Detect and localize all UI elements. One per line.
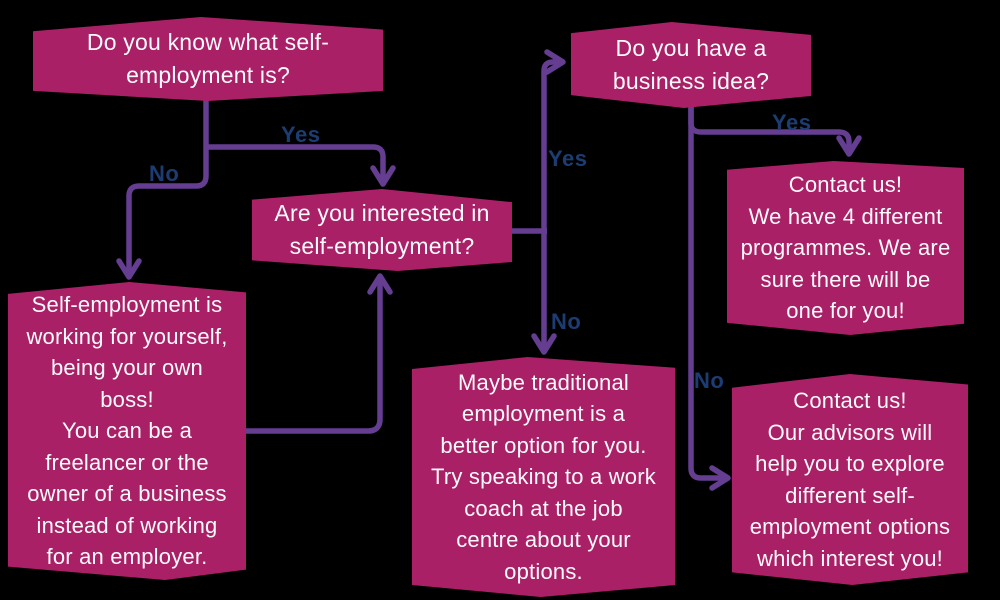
edge-yes-q2-to-programmes <box>688 106 862 157</box>
node-text: Do you have a business idea? <box>612 35 770 94</box>
edge-label-no-q3: No <box>551 309 582 334</box>
edge-label-yes-q1: Yes <box>281 122 321 147</box>
edge-label-no-q1: No <box>149 161 180 186</box>
node-text: Contact us! Our advisors will help you t… <box>749 388 951 571</box>
node-text: Self-employment is working for yourself,… <box>26 292 228 570</box>
edge-label-yes-q2: Yes <box>772 110 812 135</box>
node-question-business-idea: Do you have a business idea? <box>571 22 811 108</box>
edge-info-to-q3 <box>243 273 393 434</box>
node-question-interested-self-employment: Are you interested in self-employment? <box>252 189 512 271</box>
node-text: Maybe traditional employment is a better… <box>431 369 656 584</box>
node-question-know-self-employment: Do you know what self- employment is? <box>33 17 383 101</box>
edge-yes-q3-to-q2 <box>541 49 566 233</box>
node-outcome-traditional-employment: Maybe traditional employment is a better… <box>412 357 675 597</box>
node-text: Are you interested in self-employment? <box>274 200 490 259</box>
edge-no-q2-to-advisors <box>688 106 731 491</box>
edge-no-q1-to-info <box>116 96 209 280</box>
node-info-self-employment-definition: Self-employment is working for yourself,… <box>8 282 246 580</box>
edge-label-yes-q3: Yes <box>548 146 588 171</box>
edge-yes-q1-to-q3 <box>206 144 396 187</box>
node-text: Contact us! We have 4 different programm… <box>740 172 951 324</box>
edge-label-no-q2: No <box>694 368 725 393</box>
node-outcome-contact-advisors: Contact us! Our advisors will help you t… <box>732 374 968 585</box>
node-outcome-contact-programmes: Contact us! We have 4 different programm… <box>727 161 964 335</box>
node-text: Do you know what self- employment is? <box>86 29 330 88</box>
